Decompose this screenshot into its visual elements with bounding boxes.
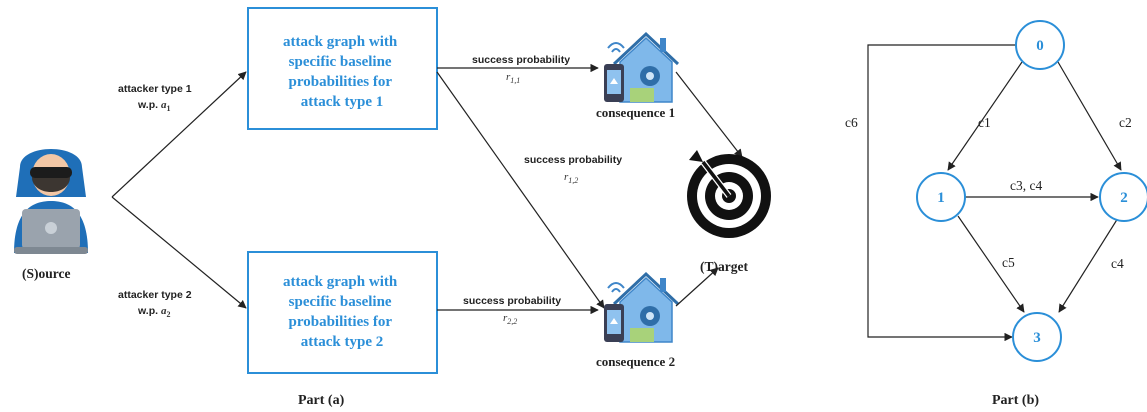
edge-0-1-label: c1	[978, 115, 991, 130]
node-2-label: 2	[1120, 190, 1128, 206]
node-3-label: 3	[1033, 330, 1041, 346]
edge-1-3	[957, 215, 1025, 313]
box1-text: attack graph with specific baseline prob…	[283, 34, 401, 110]
target-icon	[687, 150, 771, 238]
edge-2-3-label: c4	[1111, 256, 1124, 271]
edge-source-box1	[111, 71, 247, 198]
edge-1-2-label: c3, c4	[1010, 178, 1042, 193]
target-label: (T)arget	[700, 259, 748, 274]
hacker-icon	[14, 149, 88, 254]
part-b-caption: Part (b)	[992, 393, 1039, 408]
edge-0-1	[947, 61, 1023, 171]
graph-node-2: 2	[1099, 172, 1147, 222]
edge-consequence2-target	[675, 267, 719, 307]
part-b: c6 c1 c2 c3, c4 c5 c4 0 1 2 3	[845, 20, 1147, 408]
node-0-label: 0	[1036, 38, 1044, 54]
graph-node-1: 1	[916, 172, 966, 222]
graph-node-3: 3	[1012, 312, 1062, 362]
attack-graph-box-1	[247, 7, 438, 130]
edge12-var: r1,2	[564, 171, 578, 185]
edge-box1-consequence2	[436, 71, 605, 309]
edge11-label: success probability	[472, 54, 570, 66]
consequence-1-label: consequence 1	[596, 105, 675, 120]
edge-source-box2	[111, 196, 247, 309]
edge-0-3	[867, 44, 1017, 342]
edge-0-2	[1057, 61, 1122, 171]
edge-1-3-label: c5	[1002, 255, 1015, 270]
edge12-label: success probability	[524, 154, 622, 166]
smart-home-icon	[604, 31, 680, 103]
attack-graph-box-2	[247, 251, 438, 374]
attacker1-wp: w.p. a1	[137, 99, 170, 113]
consequence-2-label: consequence 2	[596, 354, 675, 369]
node-1-label: 1	[937, 190, 945, 206]
attacker1-type: attacker type 1	[118, 83, 192, 95]
edge-2-3	[1058, 217, 1119, 313]
edge11-var: r1,1	[506, 71, 520, 85]
edge22-label: success probability	[463, 295, 561, 307]
box2-text: attack graph with specific baseline prob…	[283, 274, 401, 350]
edge22-var: r2,2	[503, 312, 517, 326]
edge-0-3-label: c6	[845, 115, 858, 130]
smart-home-icon	[604, 271, 680, 343]
attacker2-wp: w.p. a2	[137, 305, 170, 319]
edge-0-2-label: c2	[1119, 115, 1132, 130]
part-a-caption: Part (a)	[298, 393, 345, 408]
attacker2-type: attacker type 2	[118, 289, 192, 301]
source-label: (S)ource	[22, 266, 71, 281]
part-a: (S)ource attacker type 1 w.p. a1 attacke…	[14, 7, 771, 408]
graph-node-0: 0	[1015, 20, 1065, 70]
edge-consequence1-target	[675, 71, 743, 158]
